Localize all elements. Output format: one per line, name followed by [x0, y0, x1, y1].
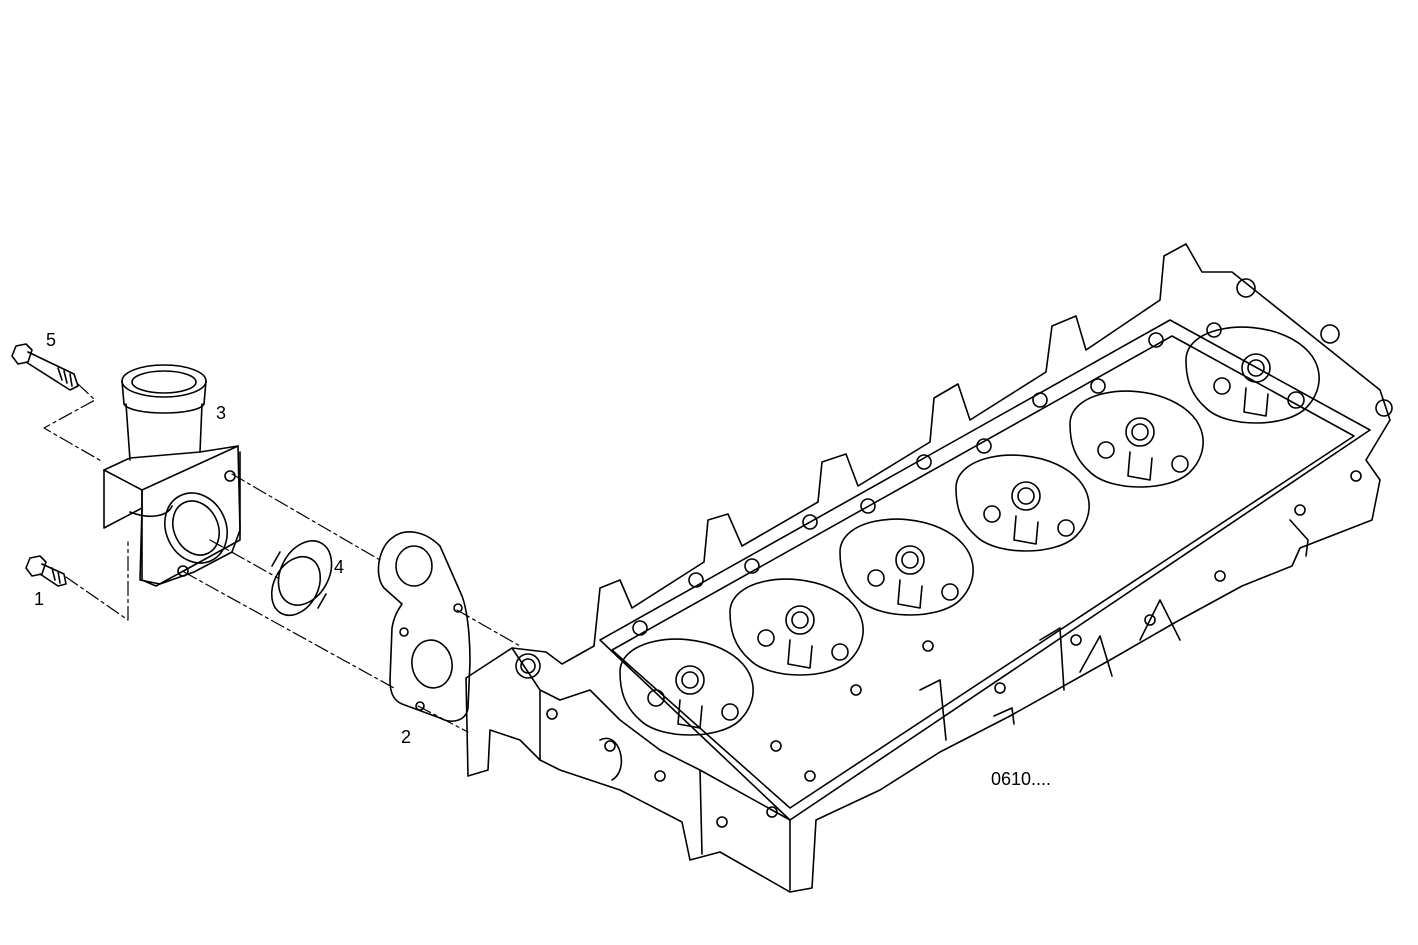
cylinder-head-icon	[465, 243, 1393, 893]
head-bolt-bosses	[632, 278, 1393, 782]
valve-pocket-group	[619, 326, 1320, 736]
reference-code: 0610....	[991, 769, 1052, 789]
sealing-ring-icon	[270, 540, 333, 617]
short-bolt-icon	[25, 555, 67, 587]
callout-part-2: 2	[401, 727, 412, 747]
flange-gasket-icon	[377, 531, 471, 722]
callout-part-3: 3	[216, 403, 227, 423]
callout-part-4: 4	[334, 557, 345, 577]
callout-part-5: 5	[46, 330, 57, 350]
callout-part-1: 1	[34, 589, 45, 609]
water-outlet-housing-icon	[103, 364, 241, 587]
long-bolt-icon	[11, 343, 79, 391]
